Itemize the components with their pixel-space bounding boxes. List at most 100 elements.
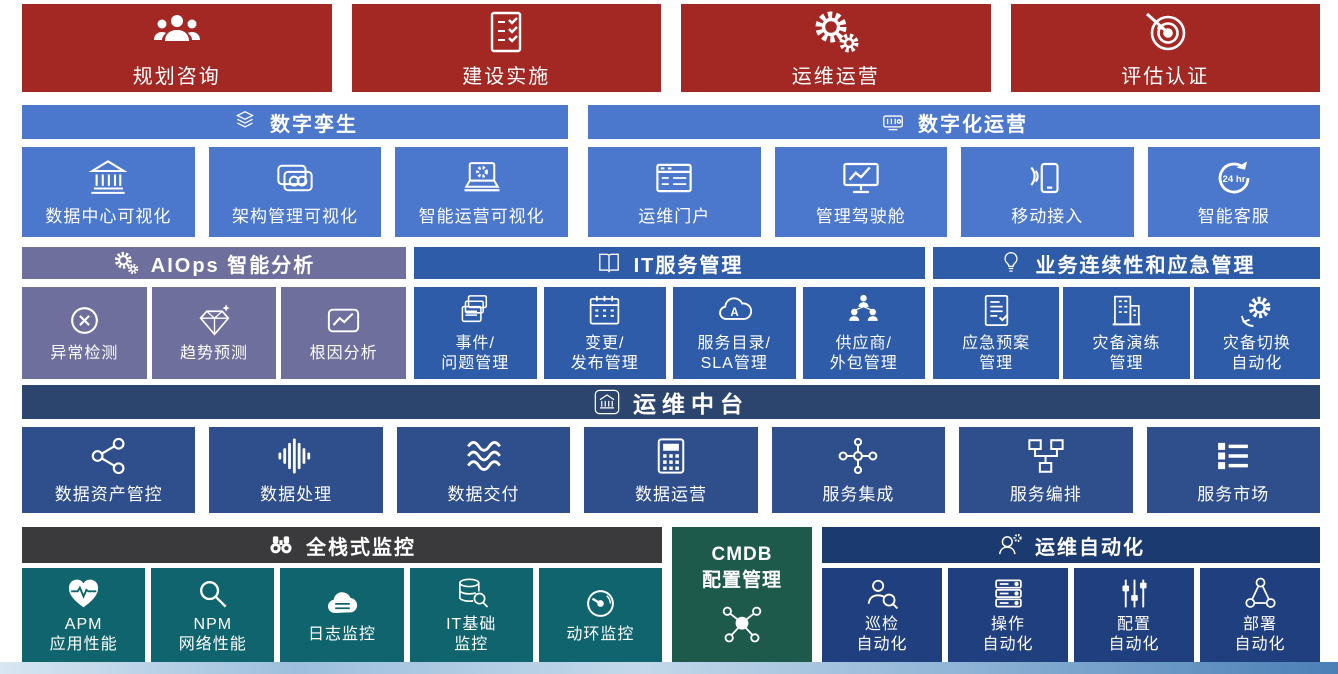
digital-twin-cards-row: 数据中心可视化 架构管理可视化 智能运营可视化 — [22, 147, 569, 237]
card-label: 趋势预测 — [180, 345, 249, 362]
automation-card: 部署 自动化 — [1200, 568, 1320, 662]
bank-icon — [87, 157, 129, 199]
top-service-2: 建设实施 — [351, 4, 661, 92]
card-label: 数据资产管控 — [54, 484, 163, 504]
people-group-icon — [153, 8, 201, 56]
bcm-card: 应急预案 管理 — [933, 287, 1060, 379]
header-label: AIOps 智能分析 — [150, 254, 316, 277]
automation-header: 运维自动化 — [822, 527, 1320, 563]
analysis-row: AIOps 智能分析异常检测 趋势预测 根因分析 IT服务管理事件/ 问题管理 变更/… — [22, 247, 1320, 379]
gem-icon — [196, 302, 233, 339]
calendar-icon — [586, 292, 623, 329]
gears-icon — [812, 8, 860, 56]
card-label: NPM 网络性能 — [178, 615, 247, 653]
card-label: 管理驾驶舱 — [815, 206, 906, 226]
bcm-card: 灾备演练 管理 — [1063, 287, 1190, 379]
card-label: 操作 自动化 — [982, 615, 1034, 653]
bcm-card: 灾备切换 自动化 — [1193, 287, 1320, 379]
middle-platform-card: 服务市场 — [1146, 427, 1320, 513]
card-label: 事件/ 问题管理 — [441, 335, 510, 372]
card-label: 数据中心可视化 — [45, 206, 172, 226]
card-label: 服务集成 — [822, 484, 895, 504]
gauge-icon — [583, 586, 618, 621]
checklist-icon — [482, 8, 530, 56]
digital-twin-header: 数字孪生 — [22, 105, 568, 139]
digital-twin-card: 智能运营可视化 — [395, 147, 569, 237]
aiops-card: 根因分析 — [281, 287, 407, 379]
target-icon — [1141, 8, 1189, 56]
share-nodes-icon — [88, 435, 130, 477]
clock-24-icon: 24 hr — [1213, 157, 1255, 199]
section-bcm: 业务连续性和应急管理应急预案 管理 灾备演练 管理灾备切换 自动化 — [933, 247, 1320, 379]
person-magnifier-icon — [865, 576, 900, 611]
card-label: 异常检测 — [50, 345, 119, 362]
top-service-3: 运维运营 — [681, 4, 991, 92]
header-label: IT服务管理 — [633, 254, 744, 277]
card-label: 数据交付 — [447, 484, 520, 504]
browser-icon — [653, 157, 695, 199]
middle-platform-card: 服务集成 — [771, 427, 946, 513]
card-label: 巡检 自动化 — [856, 615, 908, 653]
middle-platform-card: 数据资产管控 — [22, 427, 196, 513]
aiops-cards-row: 异常检测 趋势预测 根因分析 — [22, 287, 407, 379]
top-services-row: 规划咨询建设实施 运维运营 评估认证 — [22, 4, 1320, 92]
card-label: 移动接入 — [1011, 206, 1084, 226]
card-label: 根因分析 — [309, 345, 378, 362]
phone-signal-icon — [1026, 157, 1068, 199]
section-automation: 运维自动化巡检 自动化 操作 自动化 配置 自动化部署 自动化 — [822, 527, 1320, 662]
card-label: 变更/ 发布管理 — [570, 335, 639, 372]
itsm-card: 供应商/ 外包管理 — [802, 287, 925, 379]
head-gear-icon — [997, 532, 1023, 558]
card-label: 智能运营可视化 — [418, 206, 545, 226]
top-service-label: 建设实施 — [462, 65, 551, 88]
cmdb-label: CMDB 配置管理 — [701, 543, 782, 591]
laptop-gear-icon — [461, 157, 503, 199]
automation-card: 操作 自动化 — [948, 568, 1068, 662]
doc-lines-icon — [978, 292, 1015, 329]
middle-platform-card: 数据交付 — [396, 427, 571, 513]
cards-icon — [274, 157, 316, 199]
calculator-icon — [650, 435, 692, 477]
middle-platform-card: 数据处理 — [209, 427, 383, 513]
card-label: APM 应用性能 — [49, 615, 118, 653]
monitoring-card: NPM 网络性能 — [151, 568, 275, 662]
projector-icon — [880, 109, 906, 135]
server-list-icon — [991, 576, 1026, 611]
top-service-4: 评估认证 — [1010, 4, 1320, 92]
card-label: 灾备演练 管理 — [1092, 335, 1161, 372]
magnifier-icon — [195, 576, 230, 611]
card-label: 数据处理 — [260, 484, 333, 504]
card-label: 应急预案 管理 — [962, 335, 1031, 372]
section-middle-platform: 运维中台数据资产管控数据处理数据交付数据运营服务集成服务编排服务市场 — [22, 385, 1320, 513]
card-label: 服务市场 — [1197, 484, 1270, 504]
waveform-icon — [275, 435, 317, 477]
top-service-1: 规划咨询 — [22, 4, 332, 92]
card-label: 架构管理可视化 — [232, 206, 358, 226]
section-aiops: AIOps 智能分析异常检测 趋势预测 根因分析 — [22, 247, 407, 379]
automation-card: 配置 自动化 — [1074, 568, 1194, 662]
card-label: 服务编排 — [1009, 484, 1082, 504]
aiops-card: 异常检测 — [22, 287, 147, 379]
heart-pulse-icon — [66, 576, 101, 611]
bcm-header: 业务连续性和应急管理 — [933, 247, 1320, 279]
top-service-label: 评估认证 — [1121, 65, 1210, 88]
bulb-icon — [998, 250, 1024, 276]
org-people-icon — [845, 292, 882, 329]
background-photo-strip — [0, 662, 1338, 674]
db-magnifier-icon — [454, 576, 489, 611]
monitoring-card: 日志监控 — [280, 568, 404, 662]
card-label: 动环监控 — [566, 625, 635, 643]
top-service-label: 运维运营 — [791, 65, 880, 88]
middle-platform-cards-row: 数据资产管控数据处理数据交付数据运营服务集成服务编排服务市场 — [22, 427, 1320, 513]
layers-icon — [232, 109, 258, 135]
header-label: 运维自动化 — [1035, 536, 1145, 559]
binoculars-icon — [268, 532, 294, 558]
cmdb-block: CMDB 配置管理 — [672, 527, 812, 662]
card-label: 部署 自动化 — [1234, 615, 1286, 653]
cloud-a-icon: A — [716, 292, 753, 329]
